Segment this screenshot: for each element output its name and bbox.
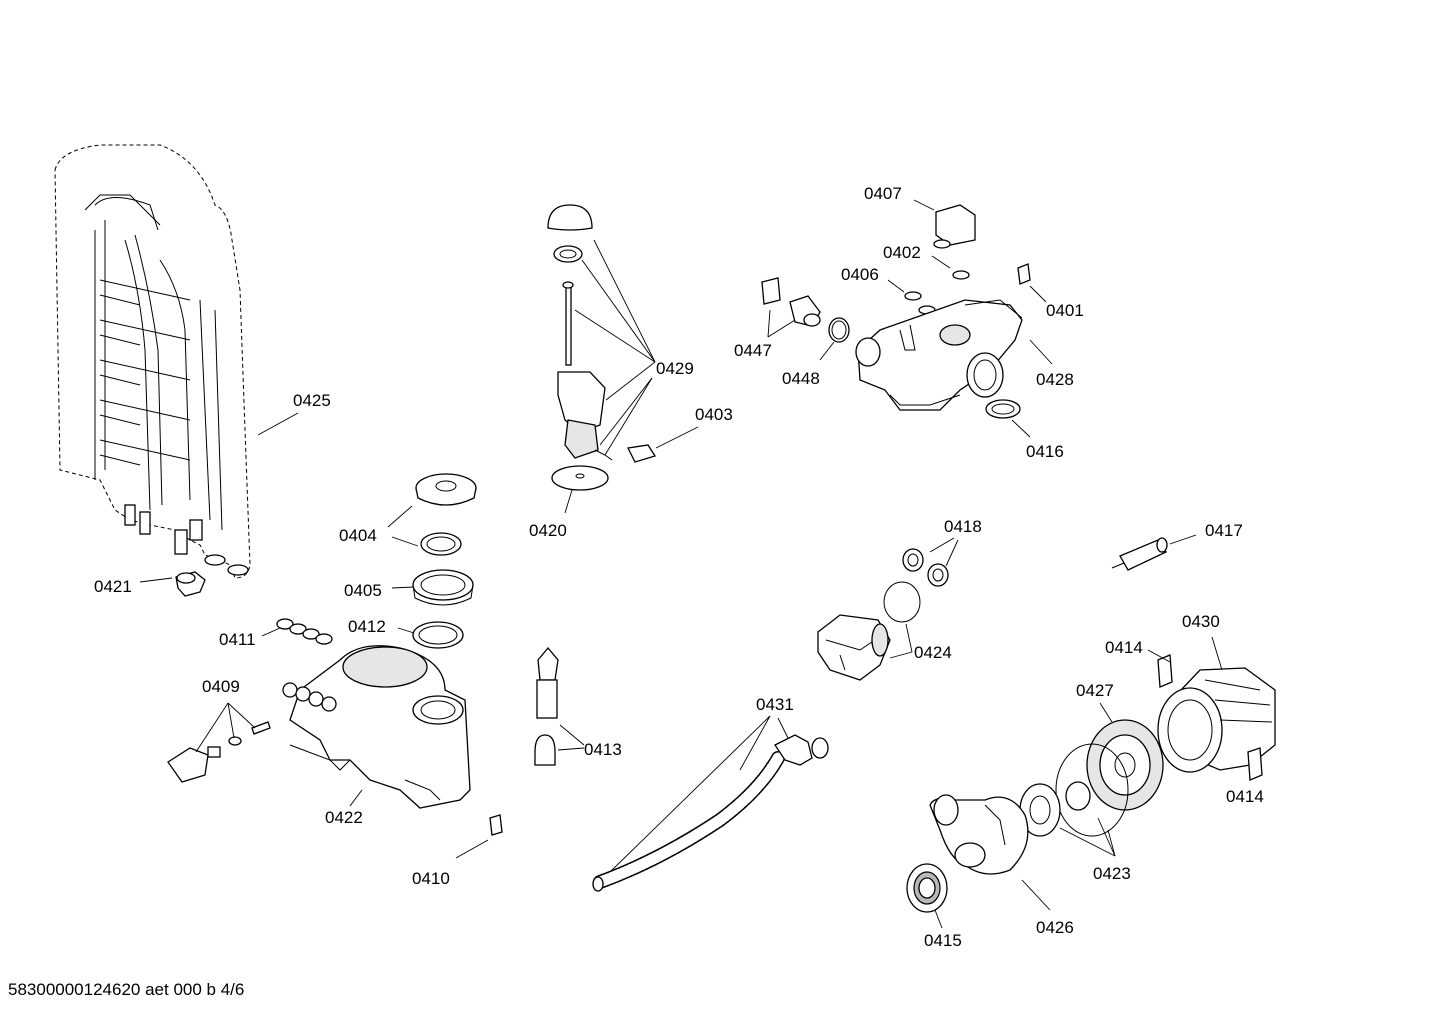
callout-0414-upper: 0414 (1105, 638, 1143, 657)
part-0416-clamp (985, 399, 1031, 438)
part-0402-seal (931, 255, 970, 280)
callout-0413: 0413 (584, 740, 622, 759)
part-0431-drain-hose (592, 715, 829, 892)
callout-0448: 0448 (782, 369, 820, 388)
part-0418-bushing (902, 537, 959, 587)
part-0411-seals (261, 618, 333, 645)
callout-0410: 0410 (412, 869, 450, 888)
callout-0427: 0427 (1076, 681, 1114, 700)
part-0414-clip-lower (1247, 747, 1263, 781)
callout-0431: 0431 (756, 695, 794, 714)
callout-0405: 0405 (344, 581, 382, 600)
part-0414-clip-upper (1147, 649, 1173, 688)
callout-0426: 0426 (1036, 918, 1074, 937)
part-0412-ring (397, 621, 464, 649)
callout-0414-lower: 0414 (1226, 787, 1264, 806)
part-0417-filter (1111, 534, 1197, 571)
part-0427-pump-cover (1086, 702, 1164, 811)
part-0425-heat-exchanger (54, 144, 299, 579)
callout-0415: 0415 (924, 931, 962, 950)
callout-0417: 0417 (1205, 521, 1243, 540)
callout-0404: 0404 (339, 526, 377, 545)
callout-0425: 0425 (293, 391, 331, 410)
callout-0429: 0429 (656, 359, 694, 378)
callout-0430: 0430 (1182, 612, 1220, 631)
part-0405-ring (391, 532, 462, 556)
part-0404-cap (387, 473, 477, 528)
part-0401-clip (1017, 263, 1047, 303)
callout-0412: 0412 (348, 617, 386, 636)
callout-labels: 0425 0421 0429 0403 0420 0404 0405 0412 … (94, 184, 1264, 950)
part-0403-sensor (627, 426, 699, 463)
callout-0416: 0416 (1026, 442, 1064, 461)
document-code: 58300000124620 aet 000 b 4/6 (8, 980, 245, 999)
callout-0422: 0422 (325, 808, 363, 827)
part-0429-float-assembly (547, 204, 656, 514)
part-0423-impeller-group (1019, 743, 1129, 857)
callout-0402: 0402 (883, 243, 921, 262)
part-0430-motor (1157, 636, 1276, 773)
callout-0423: 0423 (1093, 864, 1131, 883)
callout-0420: 0420 (529, 521, 567, 540)
part-0422-housing (282, 645, 471, 809)
part-0424-pump (817, 581, 921, 681)
part-0447-bracket (761, 277, 821, 338)
part-0415-seal-ring (906, 863, 948, 929)
callout-0421: 0421 (94, 577, 132, 596)
part-0407-connector (913, 199, 976, 249)
callout-0401: 0401 (1046, 301, 1084, 320)
callout-0409: 0409 (202, 677, 240, 696)
part-0426-pump-housing (929, 794, 1051, 911)
part-0409-valve (167, 702, 271, 783)
part-0413-indicator (534, 646, 585, 766)
callout-0424: 0424 (914, 643, 952, 662)
callout-0411: 0411 (219, 630, 256, 649)
callout-0403: 0403 (695, 405, 733, 424)
part-0428-valve-body (855, 299, 1053, 411)
callout-0407: 0407 (864, 184, 902, 203)
part-0412-nut (391, 569, 474, 606)
callout-0428: 0428 (1036, 370, 1074, 389)
callout-0418: 0418 (944, 517, 982, 536)
callout-0406: 0406 (841, 265, 879, 284)
part-0421-fitting (139, 571, 206, 597)
part-0406-seals (887, 279, 936, 315)
part-0410-clip (455, 814, 503, 859)
part-0448-seal (819, 317, 850, 361)
callout-0447: 0447 (734, 341, 772, 360)
